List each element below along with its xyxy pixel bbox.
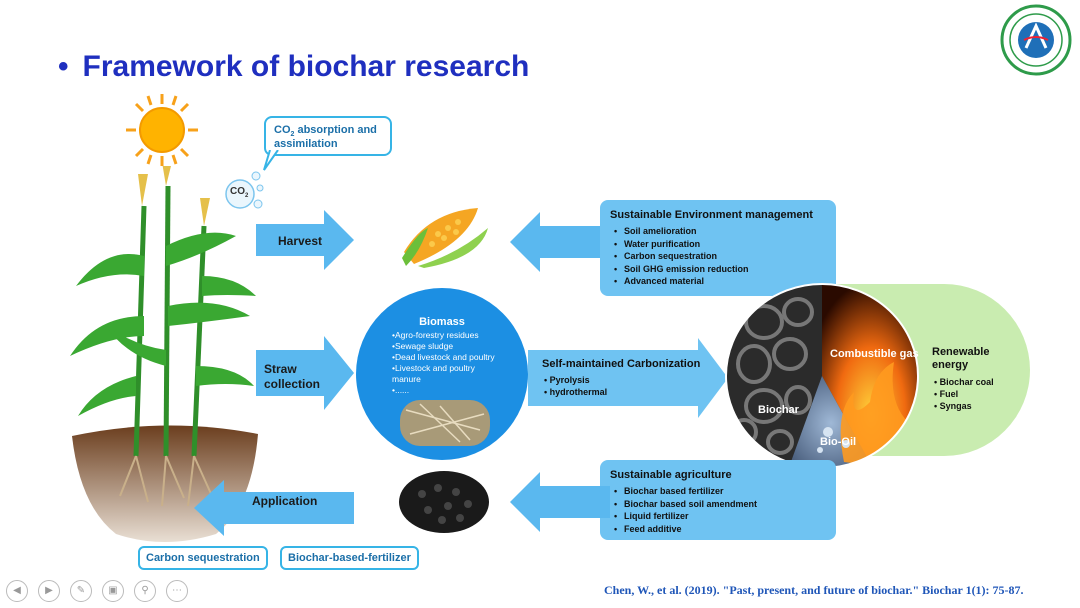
list-item: Feed additive — [614, 523, 826, 536]
biomass-circle: Biomass •Agro-forestry residues •Sewage … — [356, 288, 528, 460]
list-item: manure — [392, 374, 421, 384]
sustainable-environment-list: Soil amelioration Water purification Car… — [610, 225, 826, 288]
application-arrow — [194, 480, 354, 536]
straw-collection-arrow — [256, 336, 354, 410]
harvest-label: Harvest — [278, 234, 323, 248]
agri-to-fertilizer-arrow — [510, 472, 610, 532]
list-item: Soil GHG emission reduction — [614, 263, 826, 276]
list-item-text: hydrothermal — [549, 387, 608, 397]
bio-oil-label: Bio-Oil — [820, 436, 857, 448]
reference-citation: Chen, W., et al. (2019). "Past, present,… — [604, 583, 1024, 597]
env-to-corn-arrow — [510, 212, 610, 272]
list-item: • Pyrolysis — [544, 375, 590, 385]
more-icon[interactable]: ⋯ — [166, 580, 188, 602]
co2-callout-co: CO — [274, 124, 291, 136]
co2-bubble-co: CO — [230, 186, 245, 197]
co2-bubble-label: CO2 — [230, 186, 248, 199]
university-logo-icon — [1000, 4, 1072, 76]
sustainable-agriculture-title: Sustainable agriculture — [610, 469, 732, 481]
list-item: •Sewage sludge — [392, 341, 454, 351]
sustainable-environment-panel: Sustainable Environment management Soil … — [600, 200, 836, 296]
list-item: • Biochar coal — [934, 377, 994, 387]
sustainable-environment-title: Sustainable Environment management — [610, 209, 813, 221]
list-item: •Livestock and poultry — [392, 363, 475, 373]
list-item: Soil amelioration — [614, 225, 826, 238]
callout-tail-icon — [263, 150, 279, 171]
co2-callout-text: absorption and assimilation — [274, 124, 377, 151]
biochar-pellets-icon — [399, 471, 489, 533]
biomass-list: •Agro-forestry residues •Sewage sludge •… — [392, 330, 495, 396]
list-item-text: Syngas — [939, 401, 972, 411]
list-item: Biochar based fertilizer — [614, 485, 826, 498]
harvest-arrow — [256, 210, 354, 270]
carbonization-list: • Pyrolysis • hydrothermal — [544, 374, 607, 398]
carbon-sequestration-tag: Carbon sequestration — [138, 546, 268, 570]
biochar-label: Biochar — [758, 404, 799, 416]
biochar-products-pie — [725, 283, 919, 469]
list-item: Biochar based soil amendment — [614, 498, 826, 511]
pen-icon[interactable]: ✎ — [70, 580, 92, 602]
next-slide-icon[interactable]: ▶ — [38, 580, 60, 602]
biomass-title: Biomass — [419, 316, 465, 328]
zoom-icon[interactable]: ⚲ — [134, 580, 156, 602]
sustainable-agriculture-panel: Sustainable agriculture Biochar based fe… — [600, 460, 836, 540]
carbonization-title: Self-maintained Carbonization — [542, 358, 701, 370]
co2-bubble-sub: 2 — [245, 193, 249, 199]
list-item: Liquid fertilizer — [614, 510, 826, 523]
combustible-gas-label: Combustible gas — [830, 348, 919, 360]
straw-collection-label: Straw collection — [264, 362, 321, 391]
carbonization-arrow — [528, 338, 728, 418]
prev-slide-icon[interactable]: ◀ — [6, 580, 28, 602]
page-title: • Framework of biochar research — [58, 50, 529, 84]
renewable-energy-list: • Biochar coal • Fuel • Syngas — [934, 376, 994, 412]
title-bullet: • — [58, 50, 69, 83]
list-item: •Agro-forestry residues — [392, 330, 479, 340]
list-item-text: Biochar coal — [939, 377, 994, 387]
straw-photo-icon — [400, 400, 490, 446]
list-item: Advanced material — [614, 275, 826, 288]
list-item: Water purification — [614, 238, 826, 251]
list-item-text: Pyrolysis — [549, 375, 590, 385]
slides-icon[interactable]: ▣ — [102, 580, 124, 602]
renewable-energy-title: Renewable energy — [932, 346, 990, 371]
list-item: •Dead livestock and poultry — [392, 352, 495, 362]
list-item: • Syngas — [934, 401, 972, 411]
biochar-fertilizer-tag: Biochar-based-fertilizer — [280, 546, 419, 570]
list-item: Carbon sequestration — [614, 250, 826, 263]
list-item-text: Fuel — [939, 389, 959, 399]
sustainable-agriculture-list: Biochar based fertilizer Biochar based s… — [610, 485, 826, 535]
co2-absorption-callout: CO2 absorption and assimilation — [264, 116, 392, 156]
title-text: Framework of biochar research — [82, 50, 530, 83]
application-label: Application — [252, 494, 318, 508]
list-item: • hydrothermal — [544, 387, 608, 397]
co2-callout-sub: 2 — [290, 131, 295, 139]
list-item: •...... — [392, 385, 410, 395]
corn-cob-icon — [402, 208, 488, 268]
co2-bubbles-icon — [225, 171, 264, 209]
sun-icon — [126, 94, 198, 166]
list-item: • Fuel — [934, 389, 959, 399]
